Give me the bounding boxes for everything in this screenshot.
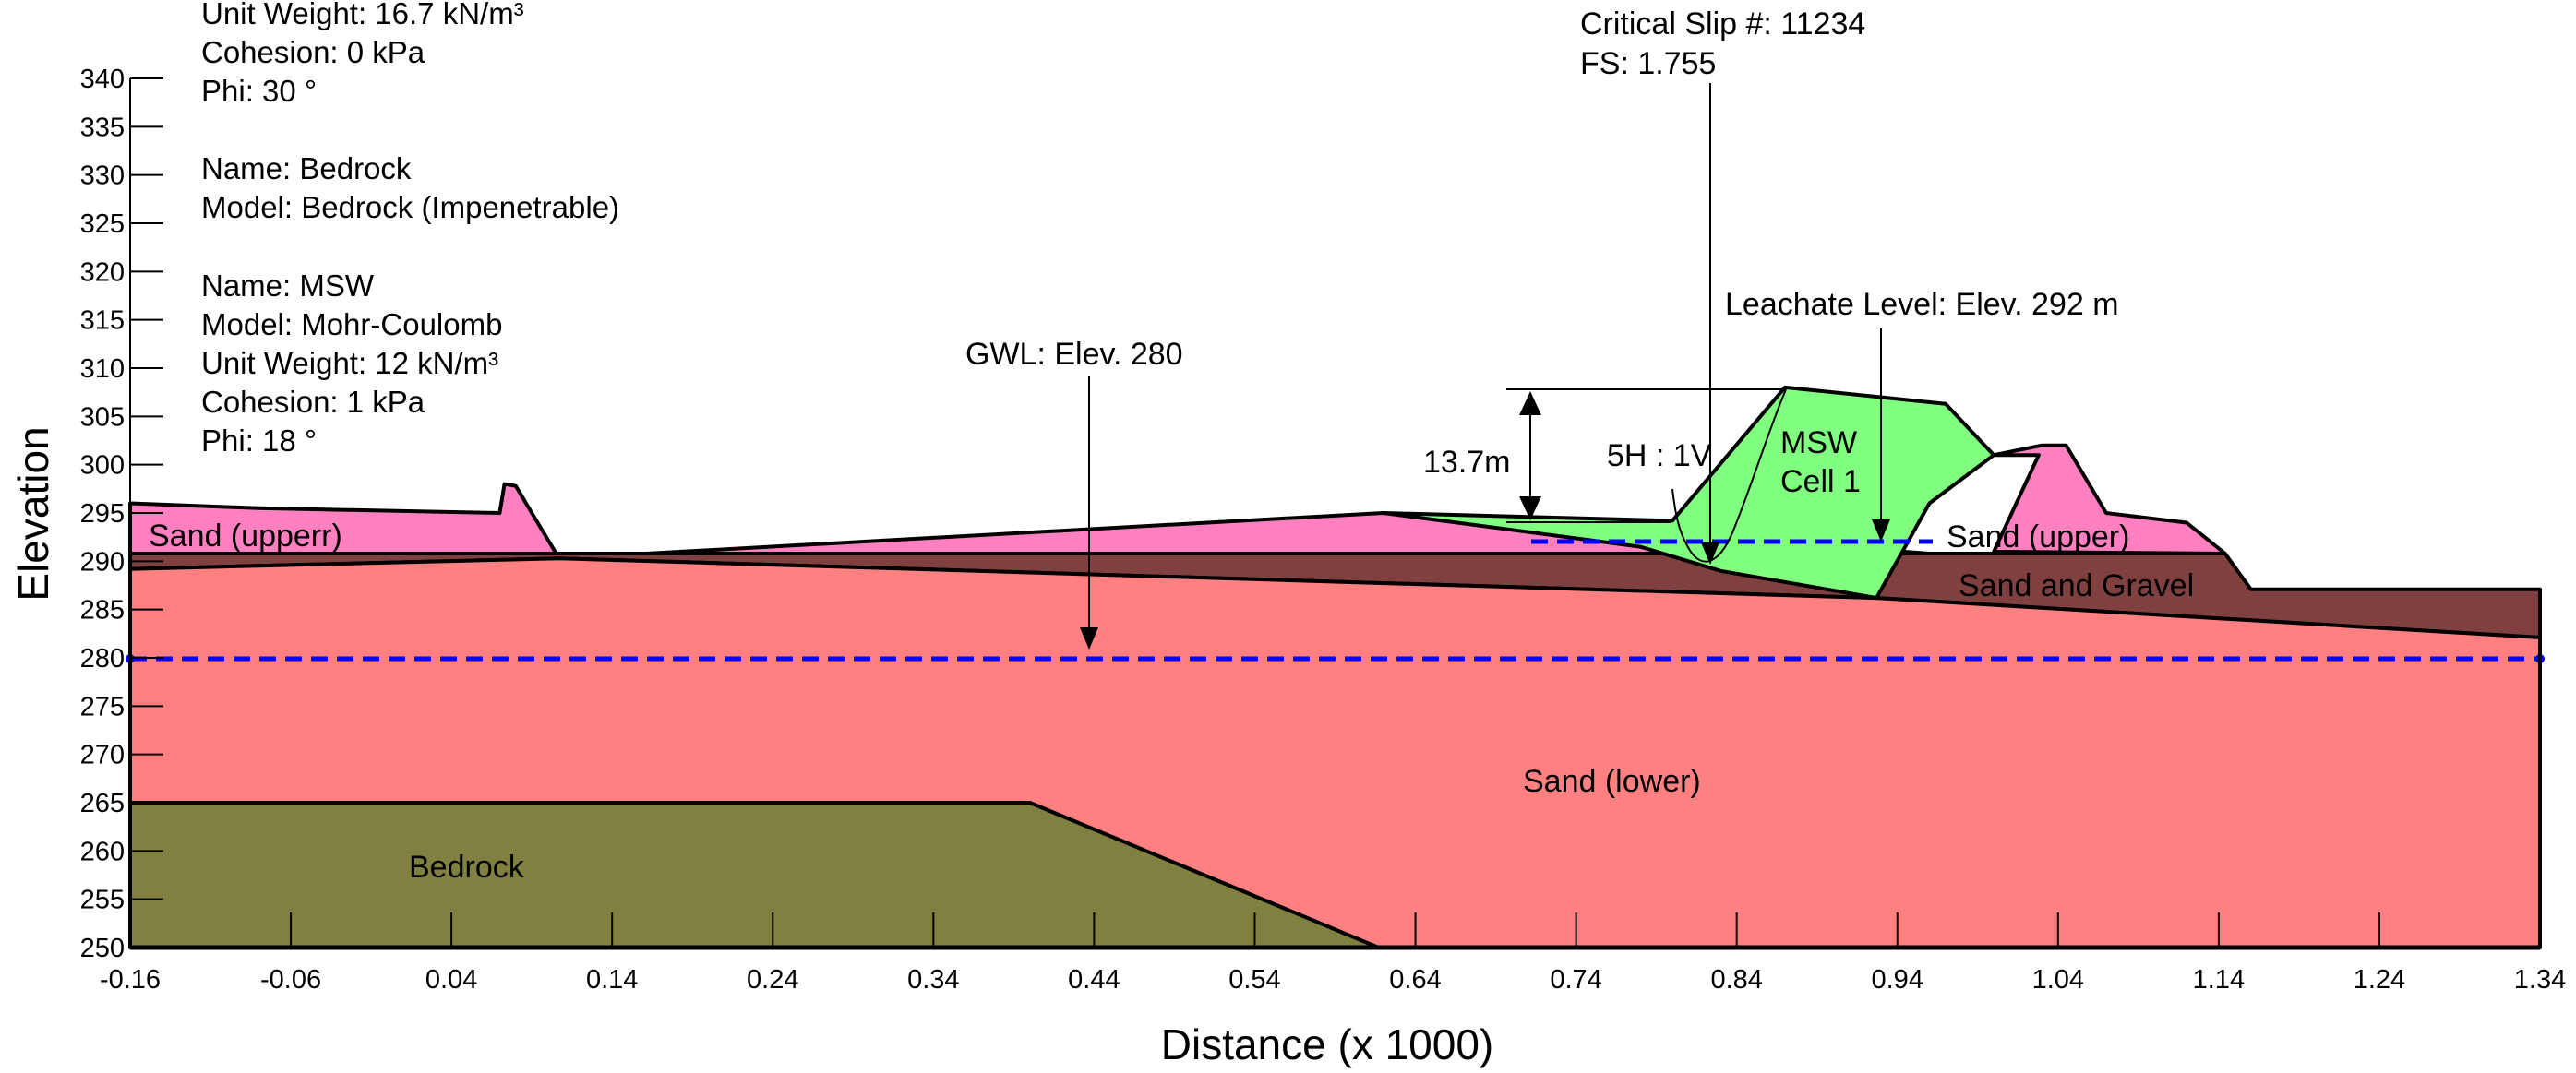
y-axis-ticks: 250 255 260 265 270 275 280 285 290 295 300 305 310 3…: [80, 65, 163, 963]
x-tick-label: 0.74: [1550, 965, 1601, 995]
x-tick-label: -0.16: [100, 965, 161, 995]
info-line: Phi: 30 °: [201, 74, 317, 108]
y-tick-label: 315: [80, 306, 125, 336]
x-tick-label: 0.54: [1228, 965, 1280, 995]
y-tick-label: 255: [80, 886, 125, 915]
x-axis-title: Distance (x 1000): [1161, 1020, 1494, 1068]
height-dimension-arrow-up: [1519, 391, 1541, 415]
soil-regions: [128, 385, 2542, 949]
critical-slip-label: Critical Slip #: 11234: [1580, 6, 1865, 42]
y-tick-label: 340: [80, 65, 125, 94]
critical-slip-surface: [1671, 388, 1787, 563]
info-line: Unit Weight: 16.7 kN/m³: [201, 0, 524, 30]
x-tick-label: 0.04: [425, 965, 477, 995]
y-axis-title: Elevation: [9, 426, 57, 601]
x-tick-label: 1.24: [2354, 965, 2405, 995]
y-tick-label: 285: [80, 596, 125, 626]
y-tick-label: 300: [80, 451, 125, 481]
leachate-arrowhead: [1872, 519, 1890, 542]
info-line: Unit Weight: 12 kN/m³: [201, 346, 498, 380]
x-tick-label: 1.14: [2193, 965, 2245, 995]
x-tick-label: 1.34: [2514, 965, 2566, 995]
gwl-label: GWL: Elev. 280: [965, 337, 1183, 372]
msw-label: MSW: [1780, 425, 1857, 460]
info-line: Phi: 18 °: [201, 423, 317, 458]
y-tick-label: 280: [80, 644, 125, 674]
x-tick-label: 0.14: [586, 965, 638, 995]
x-tick-label: -0.06: [260, 965, 321, 995]
y-tick-label: 265: [80, 789, 125, 818]
gwl-arrowhead: [1080, 627, 1098, 650]
y-tick-label: 305: [80, 402, 125, 432]
y-tick-label: 290: [80, 547, 125, 577]
info-line: Name: Bedrock: [201, 151, 412, 185]
info-line: Model: Bedrock (Impenetrable): [201, 190, 619, 224]
y-tick-label: 335: [80, 113, 125, 142]
y-tick-label: 330: [80, 161, 125, 191]
x-tick-label: 0.64: [1389, 965, 1441, 995]
bedrock-label: Bedrock: [409, 850, 525, 885]
x-tick-label: 1.04: [2032, 965, 2084, 995]
sand-and-gravel-label: Sand and Gravel: [1959, 568, 2194, 603]
height-dimension-label: 13.7m: [1423, 445, 1511, 480]
msw-cell-label: Cell 1: [1780, 464, 1861, 499]
sand-upper-label: Sand (upper): [1947, 519, 2129, 554]
y-tick-label: 295: [80, 499, 125, 529]
region-sand-upper: [1992, 443, 2227, 555]
x-tick-label: 0.24: [747, 965, 798, 995]
y-tick-label: 270: [80, 741, 125, 770]
info-line: Model: Mohr-Coulomb: [201, 307, 502, 341]
slope-ratio-label: 5H : 1V: [1607, 438, 1712, 473]
critical-slip-arrowhead: [1701, 542, 1719, 565]
y-tick-label: 260: [80, 837, 125, 866]
sand-upperr-label: Sand (upperr): [149, 519, 342, 554]
x-tick-label: 0.94: [1872, 965, 1923, 995]
info-line: Name: MSW: [201, 268, 375, 303]
material-properties-block: Unit Weight: 16.7 kN/m³ Cohesion: 0 kPa …: [201, 0, 619, 458]
y-tick-label: 275: [80, 692, 125, 721]
leachate-label: Leachate Level: Elev. 292 m: [1725, 287, 2119, 322]
height-dimension-arrow-down: [1519, 496, 1541, 520]
y-tick-label: 250: [80, 934, 125, 963]
x-tick-label: 0.34: [907, 965, 959, 995]
fs-label: FS: 1.755: [1580, 46, 1716, 81]
region-msw-cell-1: [1381, 385, 1996, 601]
x-tick-label: 0.84: [1710, 965, 1762, 995]
x-axis-ticks: -0.16 -0.06 0.04 0.14 0.24 0.34 0.44 0.54 0.64 0.…: [100, 912, 2566, 995]
sand-lower-label: Sand (lower): [1523, 764, 1701, 799]
y-tick-label: 310: [80, 354, 125, 384]
y-tick-label: 325: [80, 209, 125, 239]
y-tick-label: 320: [80, 257, 125, 287]
info-line: Cohesion: 1 kPa: [201, 385, 425, 419]
info-line: Cohesion: 0 kPa: [201, 35, 425, 69]
x-tick-label: 0.44: [1068, 965, 1120, 995]
